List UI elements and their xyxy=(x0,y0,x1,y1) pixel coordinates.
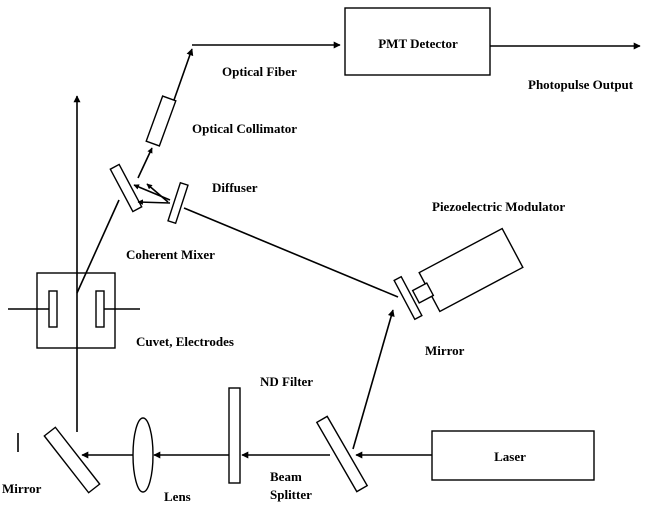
piezo-connector xyxy=(411,282,435,304)
diffuser-scatter-ray-2 xyxy=(146,183,169,203)
split-beam-to-mirror xyxy=(352,309,395,450)
piezoelectric-modulator-label: Piezoelectric Modulator xyxy=(432,199,565,214)
modulator-mirror xyxy=(393,275,423,321)
diffuser-scatter-ray-1 xyxy=(133,184,171,201)
optical-collimator-label: Optical Collimator xyxy=(192,121,297,136)
mirror-left-label: Mirror xyxy=(2,481,42,496)
laser-label: Laser xyxy=(494,449,526,464)
photopulse-output-label: Photopulse Output xyxy=(528,77,634,92)
diffuser xyxy=(167,181,189,225)
coherent-mixer-label: Coherent Mixer xyxy=(126,247,215,262)
diffuser-scatter-ray-3 xyxy=(137,199,171,205)
beam-splitter xyxy=(315,415,369,493)
mixer-collimator-beam xyxy=(137,147,153,179)
left-mirror xyxy=(43,426,101,494)
diffuser-label: Diffuser xyxy=(212,180,258,195)
coherent-mixer xyxy=(109,163,143,213)
pmt-detector-label: PMT Detector xyxy=(378,36,458,51)
piezoelectric-modulator xyxy=(418,227,524,313)
laser-box xyxy=(431,430,595,481)
collimator-fiber-beam xyxy=(173,48,194,101)
nd-filter xyxy=(228,387,241,484)
optical-collimator xyxy=(145,95,177,147)
splitter-label: Splitter xyxy=(270,487,312,502)
optical-fiber-label: Optical Fiber xyxy=(222,64,297,79)
pmt-detector-box xyxy=(344,7,491,76)
electrode-right xyxy=(95,290,105,328)
scattered-beam xyxy=(76,199,120,294)
reference-beam xyxy=(183,207,399,298)
cuvet-electrodes-label: Cuvet, Electrodes xyxy=(136,334,234,349)
electrode-left xyxy=(48,290,58,328)
mirror-right-label: Mirror xyxy=(425,343,465,358)
beam-label: Beam xyxy=(270,469,302,484)
nd-filter-label: ND Filter xyxy=(260,374,313,389)
lens-label: Lens xyxy=(164,489,191,504)
lens xyxy=(132,417,154,493)
